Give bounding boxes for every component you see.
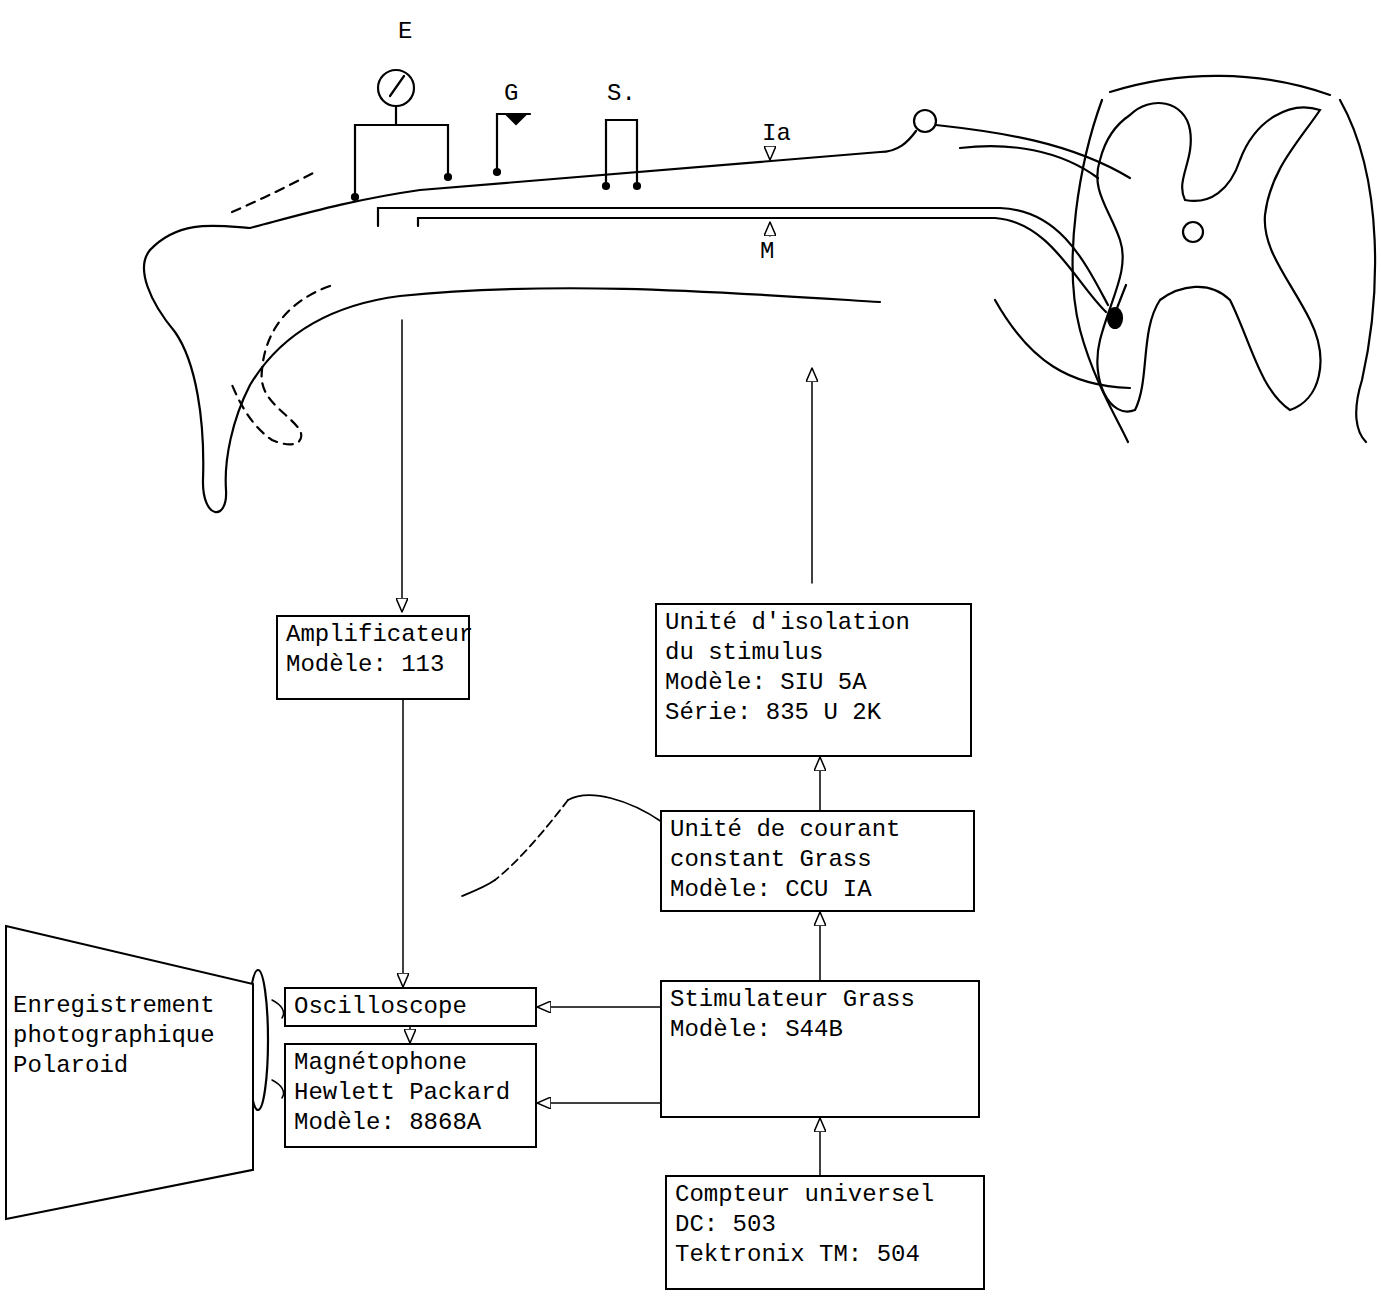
- stimulus-isolation-box: Unité d'isolation du stimulusModèle: SIU…: [655, 603, 972, 757]
- ground-flag: [506, 114, 526, 124]
- box-text: Stimulateur Grass: [670, 985, 970, 1015]
- ia-fibre: [880, 131, 916, 152]
- electrode-contact: [445, 174, 451, 180]
- box-text: Enregistrement photographique Polaroid: [13, 991, 245, 1081]
- spinal-grey-matter: [1097, 103, 1320, 412]
- motor-fibre: [378, 208, 1108, 305]
- ia-fibre: [936, 125, 1130, 178]
- electrode-label: G: [504, 80, 518, 108]
- electrode-label: E: [398, 18, 412, 46]
- ground-electrode: [497, 114, 530, 172]
- box-text: Modèle: S44B: [670, 1015, 970, 1045]
- recording-signal-line: [401, 320, 403, 612]
- box-text: Magnétophone Hewlett Packard: [294, 1048, 527, 1108]
- muscle-outline: [144, 250, 880, 512]
- meter-needle: [390, 76, 404, 96]
- camera-outline: [6, 926, 253, 1219]
- tape-recorder-box: Magnétophone Hewlett PackardModèle: 8868…: [284, 1043, 537, 1148]
- ventral-root: [995, 300, 1130, 388]
- motoneuron-dendrite: [1117, 285, 1126, 308]
- signal-arrow: [402, 700, 404, 987]
- box-text: Série: 835 U 2K: [665, 698, 927, 728]
- electrode-label: S.: [607, 80, 636, 108]
- box-text: Unité d'isolation du stimulus: [665, 608, 927, 668]
- cable: [462, 880, 495, 896]
- box-text: Modèle: 113: [286, 650, 460, 680]
- constant-current-box: Unité de courant constant GrassModèle: C…: [660, 810, 975, 912]
- electrode-contact: [494, 169, 500, 175]
- box-text: Modèle: SIU 5A: [665, 668, 927, 698]
- nerve-outline: [960, 146, 1098, 178]
- electrode-contact: [603, 183, 609, 189]
- ia-arrow: [769, 149, 771, 160]
- central-canal: [1183, 222, 1203, 242]
- signal-arrow: [537, 1102, 660, 1104]
- motoneuron-soma: [1108, 308, 1122, 328]
- recording-electrode: [355, 106, 448, 196]
- polaroid-camera: Enregistrement photographique Polaroid: [5, 925, 255, 1220]
- box-text: DC: 503: [675, 1210, 975, 1240]
- meter-symbol: [378, 70, 414, 106]
- camera-lens: [272, 1000, 284, 1098]
- box-text: Modèle: 8868A: [294, 1108, 527, 1138]
- box-text: Amplificateur: [286, 620, 460, 650]
- m-arrow: [769, 222, 771, 236]
- box-text: Compteur universel: [675, 1180, 975, 1210]
- electrode-contact: [352, 194, 358, 200]
- motor-fibre: [418, 218, 1106, 312]
- box-text: Unité de courant constant Grass: [670, 815, 965, 875]
- amplifier-box: AmplificateurModèle: 113: [276, 615, 470, 700]
- stimulator-box: Stimulateur GrassModèle: S44B: [660, 980, 980, 1118]
- signal-arrow: [537, 1006, 660, 1008]
- spinal-cord-outline: [1340, 100, 1375, 442]
- stimulus-line: [811, 368, 813, 583]
- muscle-outline: [150, 152, 880, 250]
- signal-arrow: [409, 1027, 411, 1043]
- cable: [495, 800, 568, 880]
- box-text: Oscilloscope: [294, 992, 527, 1022]
- tendon-dashed: [232, 172, 315, 212]
- fibre-label: Ia: [762, 120, 791, 148]
- cable: [568, 795, 662, 822]
- signal-arrow: [819, 912, 821, 980]
- fibre-label: M: [760, 238, 774, 266]
- electrode-contact: [634, 183, 640, 189]
- box-text: Tektronix TM: 504: [675, 1240, 975, 1270]
- spinal-cord-outline: [1073, 100, 1128, 442]
- box-text: Modèle: CCU IA: [670, 875, 965, 905]
- spinal-cord-outline: [1110, 76, 1330, 95]
- stimulating-electrode: [606, 120, 637, 186]
- tendon-dashed: [230, 286, 330, 444]
- signal-arrow: [819, 1118, 821, 1175]
- counter-box: Compteur universelDC: 503Tektronix TM: 5…: [665, 1175, 985, 1290]
- signal-arrow: [819, 757, 821, 810]
- oscilloscope-box: Oscilloscope: [284, 987, 537, 1027]
- dorsal-root-ganglion: [914, 110, 936, 132]
